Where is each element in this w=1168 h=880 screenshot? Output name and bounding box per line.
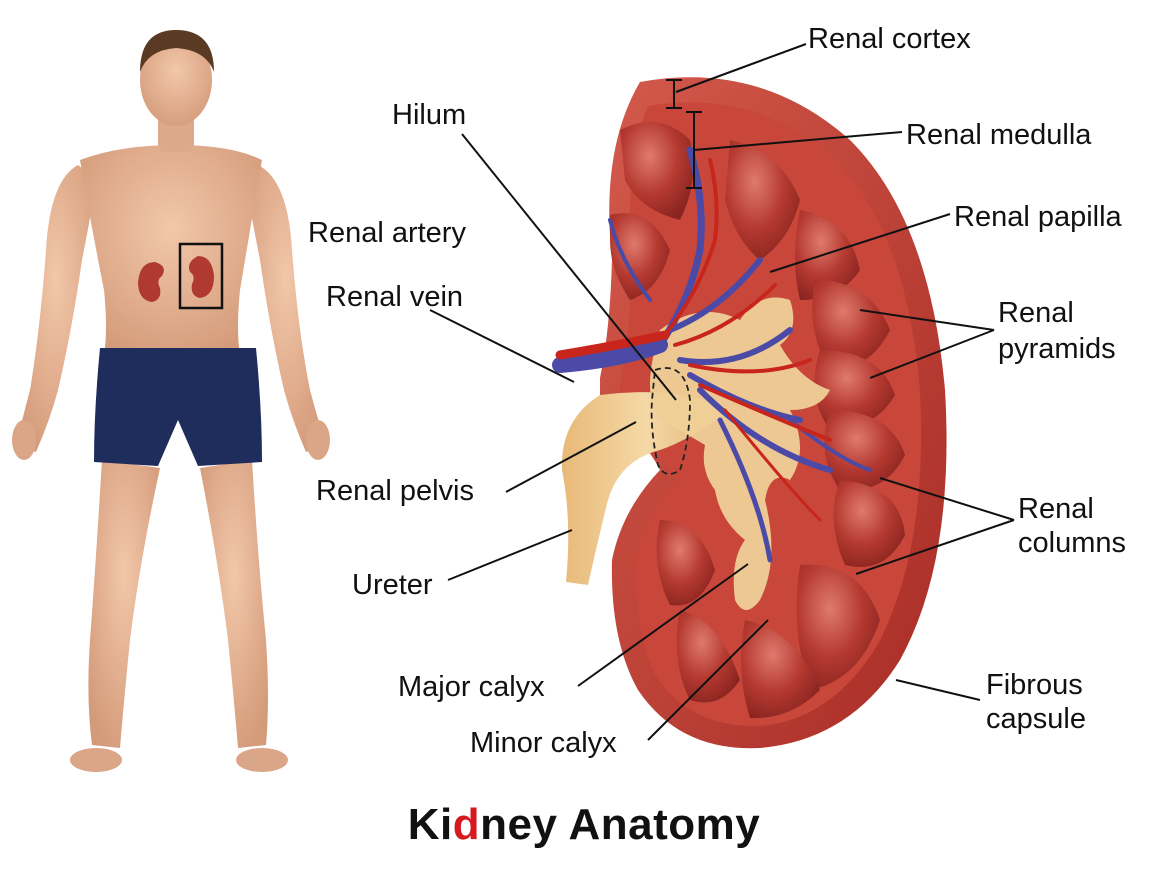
label-renal-columns-line1: Renal [1018,493,1094,525]
human-figure [12,30,330,772]
label-major-calyx: Major calyx [398,671,545,703]
labels: Renal cortex Hilum Renal medulla Renal a… [308,23,1126,759]
label-renal-pelvis: Renal pelvis [316,475,474,507]
shorts [94,348,262,466]
pyramid [676,610,740,703]
title-part-2: ney Anatomy [480,800,761,849]
right-arm [246,165,326,452]
pyramid [620,122,694,220]
right-hand [306,420,330,460]
torso [80,145,262,355]
renal-pyramids-group [610,122,905,719]
label-renal-cortex: Renal cortex [808,23,971,55]
pyramid [795,210,860,300]
cortex-bracket [666,79,682,109]
label-fibrous-capsule-line1: Fibrous [986,669,1083,701]
pyramid [656,520,715,606]
pyramid [610,213,670,300]
kidney-highlight-box [178,242,224,310]
leader-lines [429,43,1015,741]
label-fibrous-capsule-line2: capsule [986,703,1086,735]
hilum-dashed-outline [650,367,691,475]
body-kidney-right [189,256,214,298]
pyramid [824,410,905,491]
left-foot [70,748,122,772]
page-title: Kidney Anatomy [0,800,1168,850]
label-renal-columns-line2: columns [1018,527,1126,559]
label-renal-vein: Renal vein [326,281,463,313]
right-leg [200,460,268,748]
left-leg [88,460,160,748]
label-hilum: Hilum [392,99,466,131]
label-renal-pyramids-line1: Renal [998,297,1074,329]
hair [140,30,214,72]
label-renal-papilla: Renal papilla [954,201,1123,233]
pyramid [812,280,890,370]
body-kidney-left [138,262,164,302]
pyramid [833,480,905,567]
label-minor-calyx: Minor calyx [470,727,617,759]
title-highlight-letter: d [452,800,481,849]
title-part-1: Ki [407,800,453,849]
label-ureter: Ureter [352,569,433,601]
left-arm [16,165,96,452]
right-foot [236,748,288,772]
renal-artery-vessels [555,158,832,522]
head [140,34,212,126]
pyramid [725,140,800,260]
label-renal-pyramids-line2: pyramids [998,333,1116,365]
label-renal-medulla: Renal medulla [906,119,1092,151]
label-renal-artery: Renal artery [308,217,466,249]
pyramid [814,350,895,430]
pyramid [796,564,880,690]
pyramid [741,620,820,719]
kidney-cross-section [552,77,947,749]
left-hand [12,420,36,460]
